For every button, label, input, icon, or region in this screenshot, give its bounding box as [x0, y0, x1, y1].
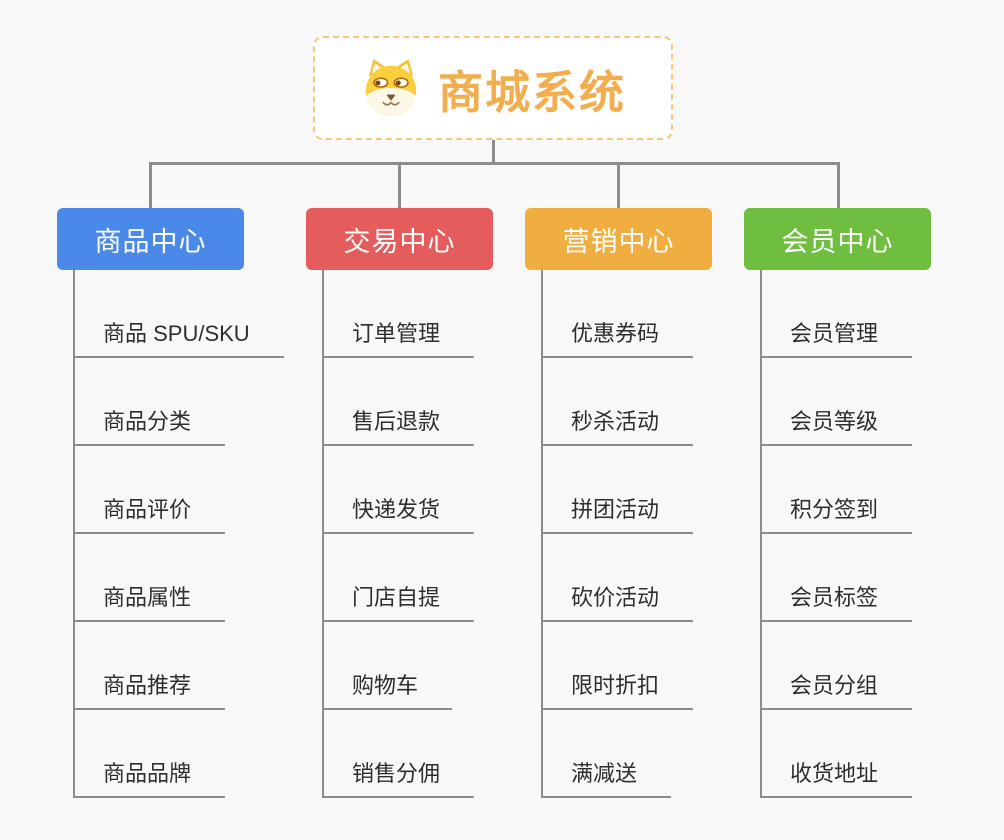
node-item[interactable]: 商品属性: [57, 534, 307, 622]
node-label: 秒杀活动: [541, 404, 694, 446]
node-item[interactable]: 秒杀活动: [525, 358, 775, 446]
connector-bus: [149, 162, 840, 165]
node-label: 快递发货: [322, 492, 475, 534]
node-label: 商品 SPU/SKU: [73, 316, 284, 358]
node-item[interactable]: 商品品牌: [57, 710, 307, 798]
branch-header-member-center[interactable]: 会员中心: [744, 208, 931, 270]
root-node-mall-system[interactable]: 商城系统: [313, 36, 673, 140]
branch-items: 订单管理 售后退款 快递发货 门店自提 购物车 销售分佣: [306, 270, 556, 798]
node-item[interactable]: 优惠券码: [525, 270, 775, 358]
node-item[interactable]: 会员分组: [744, 622, 994, 710]
branch-items: 优惠券码 秒杀活动 拼团活动 砍价活动 限时折扣 满减送: [525, 270, 775, 798]
root-title: 商城系统: [437, 66, 626, 118]
node-item[interactable]: 商品分类: [57, 358, 307, 446]
node-item[interactable]: 会员管理: [744, 270, 994, 358]
node-label: 砍价活动: [541, 580, 694, 622]
connector-drop-2: [398, 162, 401, 208]
node-label: 收货地址: [760, 756, 913, 798]
node-label: 商品品牌: [73, 756, 226, 798]
node-item[interactable]: 订单管理: [306, 270, 556, 358]
branch-member-center: 会员中心 会员管理 会员等级 积分签到 会员标签 会员分组 收货地址: [744, 208, 994, 798]
shiba-dog-icon: [360, 57, 422, 119]
node-label: 拼团活动: [541, 492, 694, 534]
node-item[interactable]: 满减送: [525, 710, 775, 798]
node-label: 满减送: [541, 756, 672, 798]
node-item[interactable]: 会员标签: [744, 534, 994, 622]
node-label: 门店自提: [322, 580, 475, 622]
node-label: 会员标签: [760, 580, 913, 622]
branch-header-product-center[interactable]: 商品中心: [57, 208, 244, 270]
node-label: 订单管理: [322, 316, 475, 358]
node-item[interactable]: 商品评价: [57, 446, 307, 534]
node-item[interactable]: 收货地址: [744, 710, 994, 798]
connector-drop-4: [837, 162, 840, 208]
node-item[interactable]: 拼团活动: [525, 446, 775, 534]
node-item[interactable]: 销售分佣: [306, 710, 556, 798]
node-label: 会员管理: [760, 316, 913, 358]
node-label: 商品评价: [73, 492, 226, 534]
node-item[interactable]: 售后退款: [306, 358, 556, 446]
node-item[interactable]: 快递发货: [306, 446, 556, 534]
node-label: 积分签到: [760, 492, 913, 534]
node-item[interactable]: 积分签到: [744, 446, 994, 534]
node-label: 限时折扣: [541, 668, 694, 710]
node-label: 商品推荐: [73, 668, 226, 710]
connector-drop-3: [617, 162, 620, 208]
node-label: 售后退款: [322, 404, 475, 446]
branch-marketing-center: 营销中心 优惠券码 秒杀活动 拼团活动 砍价活动 限时折扣 满减送: [525, 208, 775, 798]
branch-header-trade-center[interactable]: 交易中心: [306, 208, 493, 270]
node-label: 商品属性: [73, 580, 226, 622]
branch-items: 会员管理 会员等级 积分签到 会员标签 会员分组 收货地址: [744, 270, 994, 798]
node-label: 购物车: [322, 668, 453, 710]
node-label: 商品分类: [73, 404, 226, 446]
branch-trade-center: 交易中心 订单管理 售后退款 快递发货 门店自提 购物车 销售分佣: [306, 208, 556, 798]
node-label: 会员分组: [760, 668, 913, 710]
connector-root-stem: [492, 139, 495, 165]
node-item[interactable]: 门店自提: [306, 534, 556, 622]
node-item[interactable]: 商品 SPU/SKU: [57, 270, 307, 358]
node-item[interactable]: 商品推荐: [57, 622, 307, 710]
branch-items: 商品 SPU/SKU 商品分类 商品评价 商品属性 商品推荐 商品品牌: [57, 270, 307, 798]
node-item[interactable]: 限时折扣: [525, 622, 775, 710]
node-item[interactable]: 砍价活动: [525, 534, 775, 622]
node-item[interactable]: 会员等级: [744, 358, 994, 446]
node-label: 会员等级: [760, 404, 913, 446]
branch-product-center: 商品中心 商品 SPU/SKU 商品分类 商品评价 商品属性 商品推荐 商品品牌: [57, 208, 307, 798]
node-label: 销售分佣: [322, 756, 475, 798]
connector-drop-1: [149, 162, 152, 208]
branch-header-marketing-center[interactable]: 营销中心: [525, 208, 712, 270]
node-label: 优惠券码: [541, 316, 694, 358]
node-item[interactable]: 购物车: [306, 622, 556, 710]
